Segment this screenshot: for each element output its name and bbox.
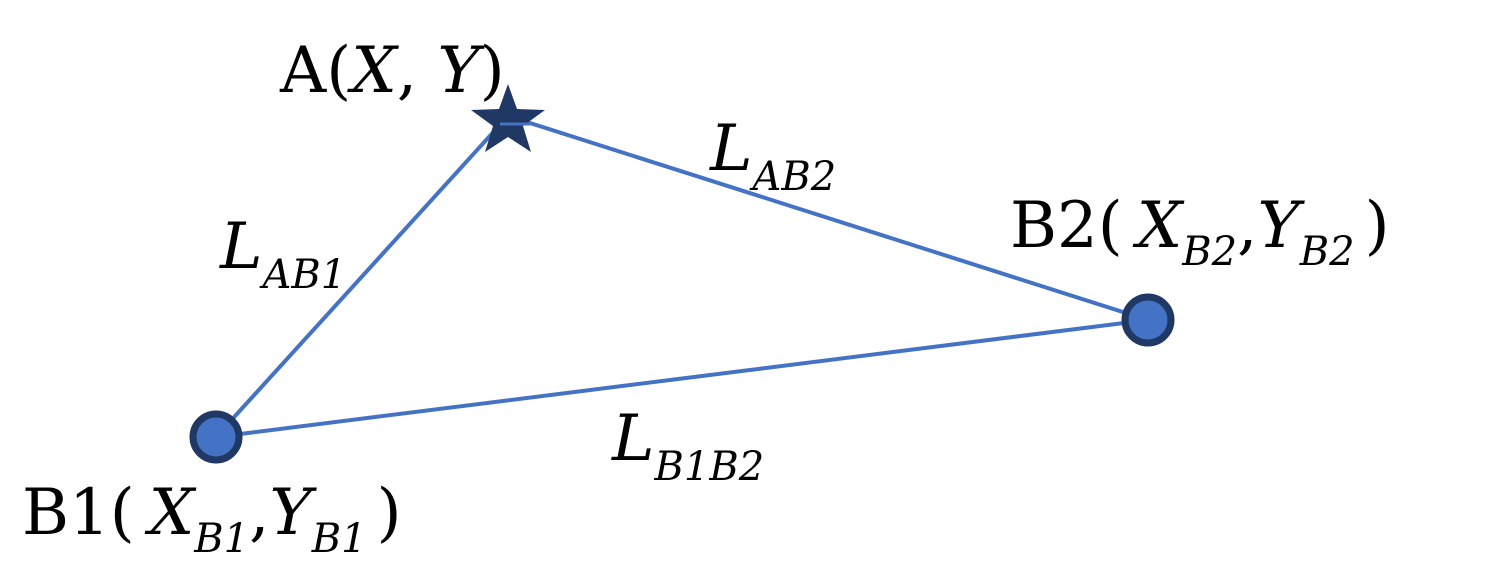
edge-a-b1 [214, 114, 510, 439]
node-a-close: ) [480, 34, 505, 108]
node-b1-y: Y [269, 476, 317, 550]
node-b1-close: ) [377, 476, 402, 550]
edge-b1b2-label: LB1B2 [611, 402, 764, 490]
node-a-x: X [346, 34, 399, 108]
node-b2-y: Y [1257, 189, 1305, 263]
node-b1-y-sub: B1 [311, 516, 367, 562]
node-a-y: Y [437, 34, 485, 108]
node-b1-label: B1(XB1,YB1) [22, 476, 402, 562]
node-b2-sep: , [1237, 189, 1257, 263]
node-b2-x-sub: B2 [1181, 229, 1237, 275]
edge-a-b2 [507, 114, 1149, 322]
edge-b1-b2 [215, 318, 1149, 439]
edge-ab1-main: L [219, 210, 263, 284]
node-b1-x-sub: B1 [193, 516, 249, 562]
node-b2-y-sub: B2 [1299, 229, 1355, 275]
edge-ab1-sub: AB1 [259, 252, 347, 298]
node-b2-x: X [1132, 189, 1185, 263]
node-a-label: A(X, Y) [279, 34, 505, 108]
node-a-star-icon [471, 84, 545, 152]
edge-ab2-main: L [709, 112, 753, 186]
node-b2-marker [1125, 297, 1171, 343]
node-b1-marker [193, 414, 239, 460]
edge-b1b2-main: L [611, 402, 655, 476]
edge-ab2-sub: AB2 [749, 154, 837, 200]
node-b2-label: B2(XB2,YB2) [1010, 189, 1390, 275]
node-b2-close: ) [1365, 189, 1390, 263]
edge-b1b2-sub: B1B2 [654, 444, 765, 490]
node-b1-sep: , [249, 476, 269, 550]
node-b2-marker-ring [1121, 293, 1175, 347]
node-b2-prefix: B2( [1010, 189, 1123, 263]
edge-ab2-label: LAB2 [709, 112, 836, 200]
node-a-sep: , [397, 34, 438, 108]
node-b1-x: X [144, 476, 197, 550]
edge-ab1-label: LAB1 [219, 210, 346, 298]
node-b1-marker-ring [189, 410, 243, 464]
node-a-prefix: A( [279, 34, 351, 108]
node-b1-prefix: B1( [22, 476, 135, 550]
